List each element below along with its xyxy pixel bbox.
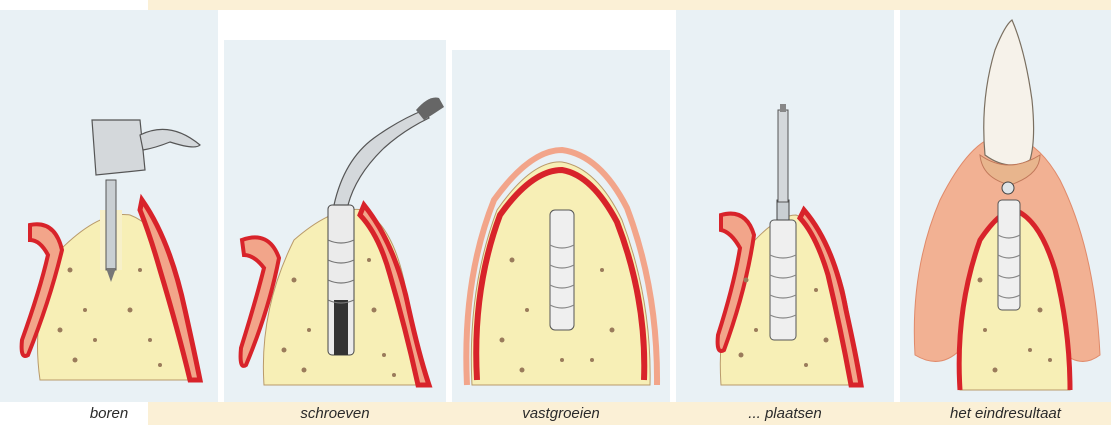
screwing-illustration <box>224 10 446 402</box>
panel-plaatsen <box>676 10 894 402</box>
placement-tool <box>778 110 788 202</box>
implant-body <box>998 200 1020 310</box>
final-result-illustration <box>900 10 1111 402</box>
screw-driver <box>334 110 429 205</box>
handpiece-arm <box>140 129 200 150</box>
implant-core <box>334 300 348 355</box>
abutment <box>777 200 789 220</box>
handpiece <box>92 120 145 175</box>
top-band <box>148 0 1111 10</box>
placing-illustration <box>676 10 894 402</box>
caption-schroeven: schroeven <box>224 404 446 424</box>
panel-boren <box>0 10 218 402</box>
caption-plaatsen: ... plaatsen <box>676 404 894 424</box>
implant-body <box>770 220 796 340</box>
healing-illustration <box>452 10 670 402</box>
tool-tip <box>780 104 786 112</box>
drilling-illustration <box>0 10 218 402</box>
drill-shaft <box>106 180 116 270</box>
panel-schroeven <box>224 10 446 402</box>
crown <box>984 20 1034 165</box>
caption-boren: boren <box>0 404 218 424</box>
panel-eindresultaat <box>900 10 1111 402</box>
caption-vastgroeien: vastgroeien <box>452 404 670 424</box>
abutment-screw <box>1002 182 1014 194</box>
caption-eindresultaat: het eindresultaat <box>900 404 1111 424</box>
panel-vastgroeien <box>452 10 670 402</box>
implant-body <box>550 210 574 330</box>
